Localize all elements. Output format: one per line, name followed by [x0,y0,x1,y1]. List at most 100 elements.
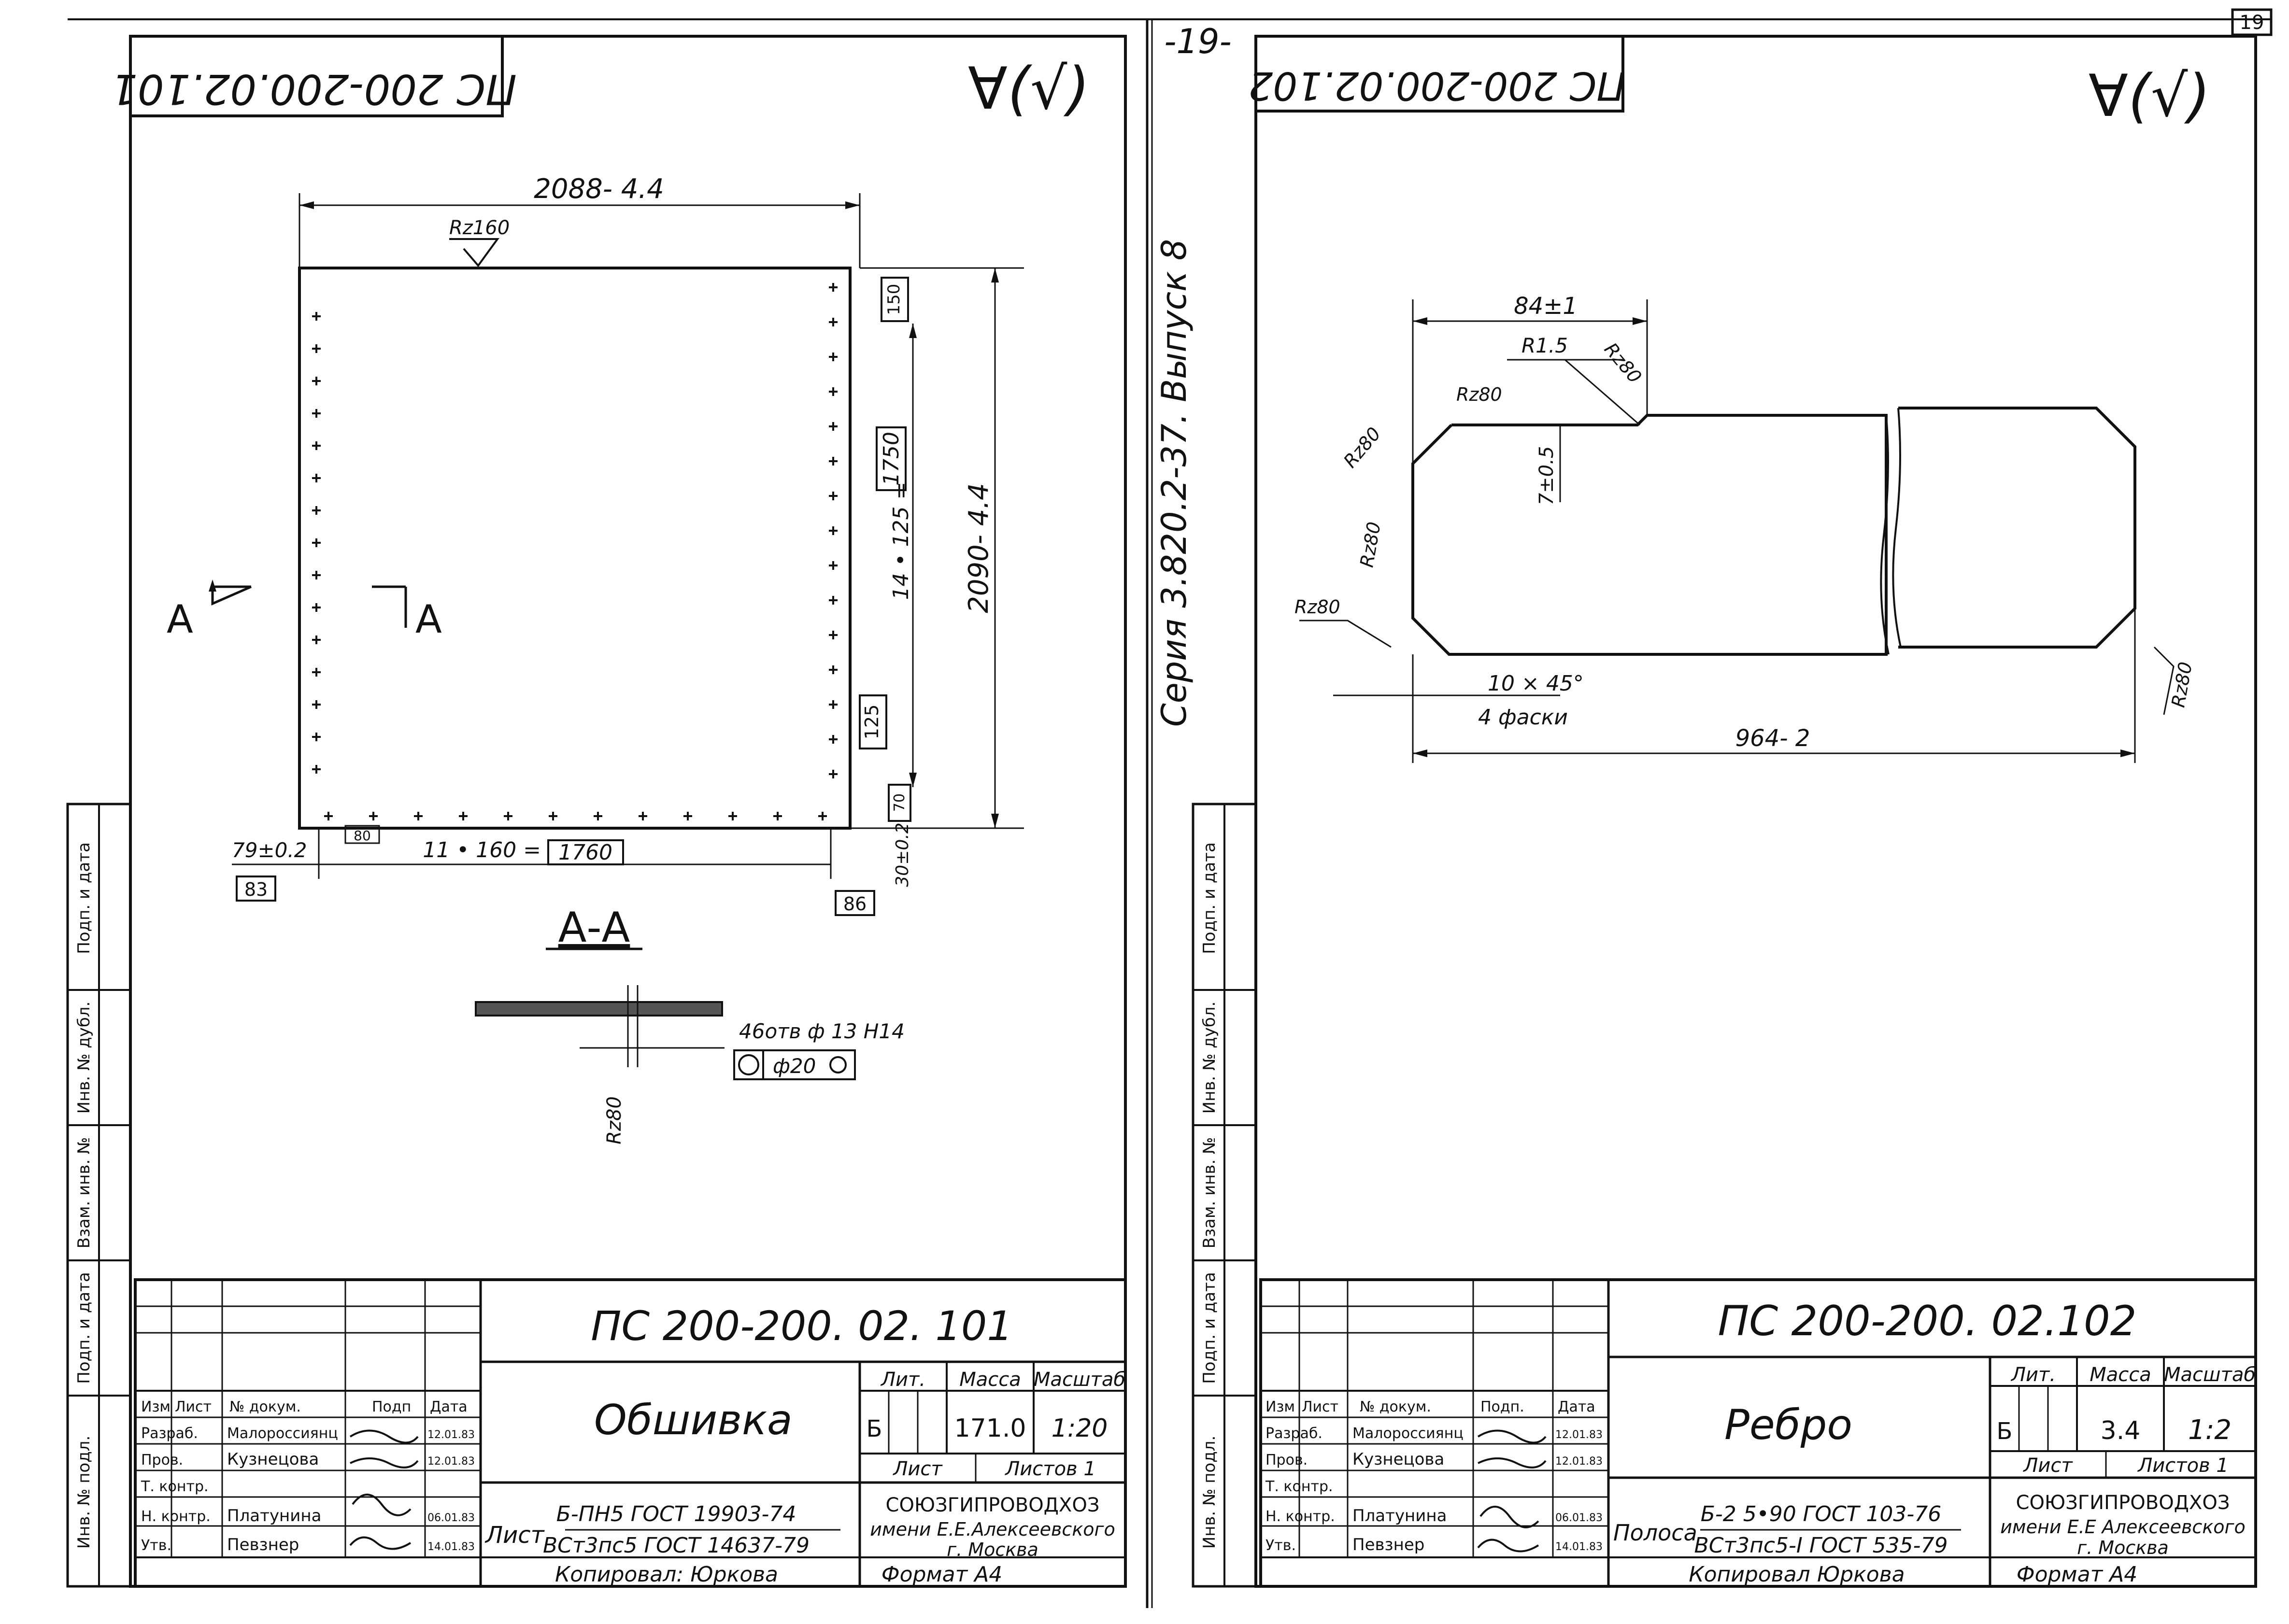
svg-text:Лист: Лист [1302,1398,1338,1415]
hole-mark [312,668,321,677]
svg-text:Подп. и дата: Подп. и дата [1200,1272,1219,1384]
svg-text:Инв. № дубл.: Инв. № дубл. [1200,1002,1219,1114]
left-title-block: ПС 200-200. 02. 101 Обшивка Лит. Масса М… [134,1278,1127,1588]
plate-outline [298,267,852,830]
svg-text:СОЮЗГИПРОВОДХОЗ: СОЮЗГИПРОВОДХОЗ [886,1494,1100,1516]
left-stamp-mirrored: ПС 200-200.02.101 [111,36,517,117]
svg-text:Платунина: Платунина [227,1506,321,1525]
svg-text:Подп. и дата: Подп. и дата [74,1272,94,1384]
dim-box-70: 70 [891,793,908,812]
left-roughness-mark: ∀(√) [968,56,1090,123]
right-lit: Б [1997,1418,2013,1445]
svg-text:Масштаб: Масштаб [1034,1369,1125,1391]
hole-mark [504,812,512,820]
hole-mark [829,283,838,292]
svg-text:Певзнер: Певзнер [1352,1535,1424,1554]
svg-text:Подп: Подп [372,1398,411,1415]
svg-text:Лит.: Лит. [880,1369,925,1391]
right-stamp-mirrored: ПС 200-200.02.102 [1248,36,1626,113]
holes-note: 46отв ф 13 Н14 [739,1019,905,1043]
hole-mark [312,409,321,418]
hole-mark [829,387,838,396]
hole-mark [312,571,321,579]
hole-mark [312,765,321,774]
svg-text:14.01.83: 14.01.83 [1555,1541,1603,1553]
hole-mark [829,422,838,431]
rz-section: Rz80 [603,1096,626,1144]
dim-pitch-h: 11 • 160 = [423,838,541,862]
svg-text:Подп. и дата: Подп. и дата [1200,842,1219,954]
dim-7: 7±0.5 [1535,446,1558,506]
right-stamp-rows: Изм Лист № докум. Подп. Дата Разраб. Мал… [1265,1398,1603,1554]
svg-text:Подп.: Подп. [1480,1398,1524,1415]
svg-text:ПС 200-200.02.101: ПС 200-200.02.101 [111,65,517,113]
svg-text:Пров.: Пров. [1265,1452,1308,1469]
svg-text:06.01.83: 06.01.83 [1555,1512,1603,1524]
hole-mark [312,635,321,644]
svg-text:ВСт3пс5-I ГОСТ 535-79: ВСт3пс5-I ГОСТ 535-79 [1694,1533,1948,1558]
svg-text:Листов 1: Листов 1 [1004,1458,1096,1480]
svg-text:Лист: Лист [484,1522,545,1549]
svg-text:Разраб.: Разраб. [1265,1425,1322,1442]
dim-pitch-h-box: 1760 [558,840,612,865]
left-stamp-rows: Изм Лист № докум. Подп Дата Разраб. Мало… [141,1398,475,1554]
chamfer-2: 4 фаски [1478,705,1568,730]
rib-outline [1411,407,2136,656]
svg-text:Н. контр.: Н. контр. [141,1508,211,1525]
svg-text:Б-2 5•90 ГОСТ 103-76: Б-2 5•90 ГОСТ 103-76 [1701,1502,1942,1526]
right-mass: 3.4 [2101,1416,2141,1445]
svg-text:Инв. № дубл.: Инв. № дубл. [74,1002,94,1114]
hole-mark [312,603,321,612]
dim-box-125: 125 [861,705,882,740]
section-a-right: А [415,597,442,642]
hole-mark [829,631,838,639]
svg-text:Изм: Изм [1265,1398,1295,1415]
svg-text:Т. контр.: Т. контр. [141,1478,209,1495]
svg-text:г. Москва: г. Москва [947,1539,1038,1560]
svg-text:№ докум.: № докум. [229,1398,301,1415]
hole-mark [829,492,838,500]
section-a-left: А [167,597,193,642]
left-lit: Б [867,1415,882,1442]
dim-box-80: 80 [354,828,371,844]
hole-mark [829,596,838,605]
svg-text:Листов 1: Листов 1 [2137,1455,2229,1477]
hole-mark [818,812,827,820]
center-page-number: -19- [1164,22,1232,61]
svg-text:Утв.: Утв. [141,1537,171,1554]
svg-text:Б-ПН5 ГОСТ 19903-74: Б-ПН5 ГОСТ 19903-74 [556,1502,796,1526]
left-mass: 171.0 [954,1414,1026,1443]
svg-text:Утв.: Утв. [1265,1537,1296,1554]
svg-text:ВСт3пс5 ГОСТ 14637-79: ВСт3пс5 ГОСТ 14637-79 [543,1533,810,1558]
svg-text:Подп. и дата: Подп. и дата [74,842,94,954]
hole-mark [312,377,321,385]
svg-text:Инв. № подл.: Инв. № подл. [74,1436,94,1549]
rz80-b: Rz80 [1456,384,1502,405]
hole-mark [829,700,838,709]
hole-mark [324,812,333,820]
svg-text:Дата: Дата [430,1398,468,1415]
svg-text:Лист: Лист [2022,1455,2073,1477]
svg-text:Кузнецова: Кузнецова [227,1450,319,1469]
dim-edge-bottom: 30±0.2 [893,822,912,887]
page-number: 19 [2240,12,2264,34]
right-title-block: ПС 200-200. 02.102 Ребро Лит. Масса Масш… [1259,1278,2257,1588]
dim-box-86: 86 [843,893,867,915]
hole-mark [312,538,321,547]
dim-964: 964- 2 [1735,725,1810,752]
svg-text:Пров.: Пров. [141,1452,183,1469]
left-sheet: ПС 200-200.02.101 ∀(√) 2088- 4.4 Rz160 2… [66,35,1127,1588]
svg-text:Взам. инв. №: Взам. инв. № [74,1137,94,1249]
rz80-e: Rz80 [1294,596,1340,618]
hole-mark [312,700,321,709]
svg-text:12.01.83: 12.01.83 [1555,1455,1603,1468]
svg-text:Копировал: Юркова: Копировал: Юркова [555,1562,778,1587]
position-tol: ф20 [773,1054,816,1078]
right-part-name: Ребро [1724,1401,1852,1449]
svg-text:Взам. инв. №: Взам. инв. № [1200,1137,1219,1249]
left-scale: 1:20 [1052,1414,1108,1443]
left-doc-number: ПС 200-200. 02. 101 [591,1302,1013,1350]
svg-text:06.01.83: 06.01.83 [427,1512,475,1524]
svg-text:№ докум.: № докум. [1360,1398,1431,1415]
